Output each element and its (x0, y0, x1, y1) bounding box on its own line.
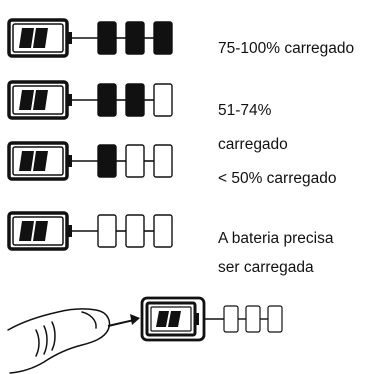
label-empty-line2: ser carregada (218, 259, 314, 276)
label-full: 75-100% carregado (218, 40, 355, 57)
check-level-segments (204, 305, 283, 333)
level-segments (97, 21, 173, 55)
label-medium-line2: carregado (218, 136, 288, 153)
segment-3 (153, 21, 173, 55)
label-empty-line1: A bateria precisa (218, 230, 334, 247)
battery-icon (7, 80, 72, 120)
finger-press-icon (7, 308, 111, 374)
label-low: < 50% carregado (218, 170, 337, 187)
battery-icon (7, 211, 72, 251)
label-medium-line1: 51-74% (218, 102, 272, 119)
check-button-battery-icon (140, 296, 206, 342)
arrow-icon (107, 314, 140, 327)
segment-1 (97, 21, 117, 55)
battery-icon (7, 141, 72, 181)
battery-icon (7, 18, 72, 58)
segment-2 (125, 21, 145, 55)
